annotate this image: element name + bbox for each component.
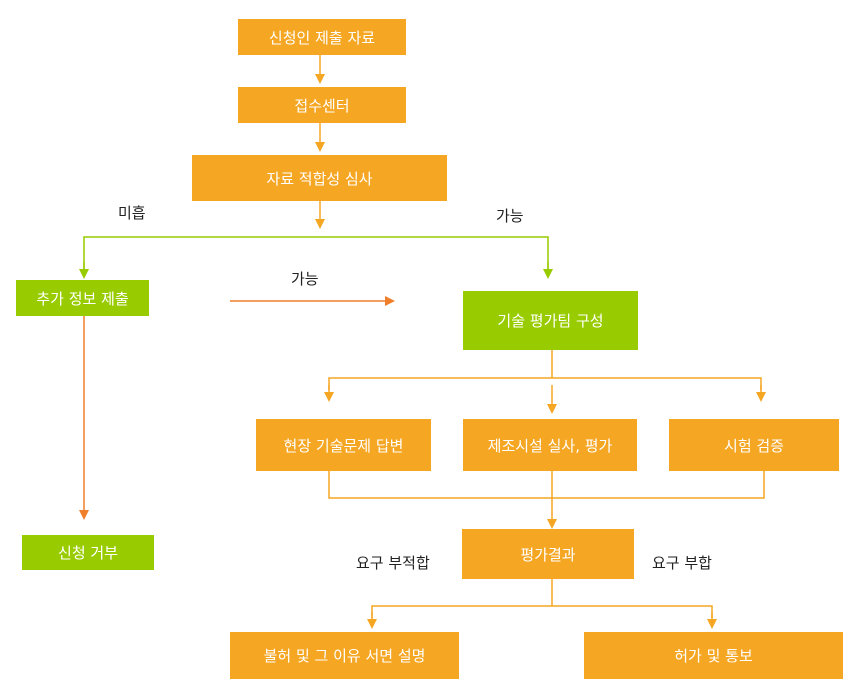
node-reception-center: 접수센터	[238, 87, 406, 123]
node-approval-notice: 허가 및 통보	[584, 632, 843, 679]
node-rejection: 신청 거부	[22, 535, 154, 570]
node-applicant-submission: 신청인 제출 자료	[238, 19, 406, 55]
label-possible-mid: 가능	[291, 270, 319, 288]
label-possible-top: 가능	[496, 207, 524, 225]
merge-three-line	[328, 471, 765, 499]
branch-line	[83, 236, 549, 276]
label-insufficient: 미흡	[118, 204, 146, 222]
label-requirement-unmet: 요구 부적합	[356, 554, 430, 572]
node-eval-result: 평가결과	[462, 529, 634, 579]
node-factory-review: 제조시설 실사, 평가	[463, 419, 637, 471]
result-split-line	[371, 605, 713, 618]
node-suitability-review: 자료 적합성 심사	[192, 155, 447, 201]
node-denial-explain: 불허 및 그 이유 서면 설명	[230, 632, 459, 679]
node-tech-team: 기술 평가팀 구성	[463, 291, 638, 350]
node-additional-info: 추가 정보 제출	[16, 280, 149, 316]
label-requirement-met: 요구 부합	[652, 554, 712, 572]
node-field-answer: 현장 기술문제 답변	[256, 419, 431, 471]
node-test-verify: 시험 검증	[669, 419, 839, 471]
split-three-line	[328, 377, 762, 390]
